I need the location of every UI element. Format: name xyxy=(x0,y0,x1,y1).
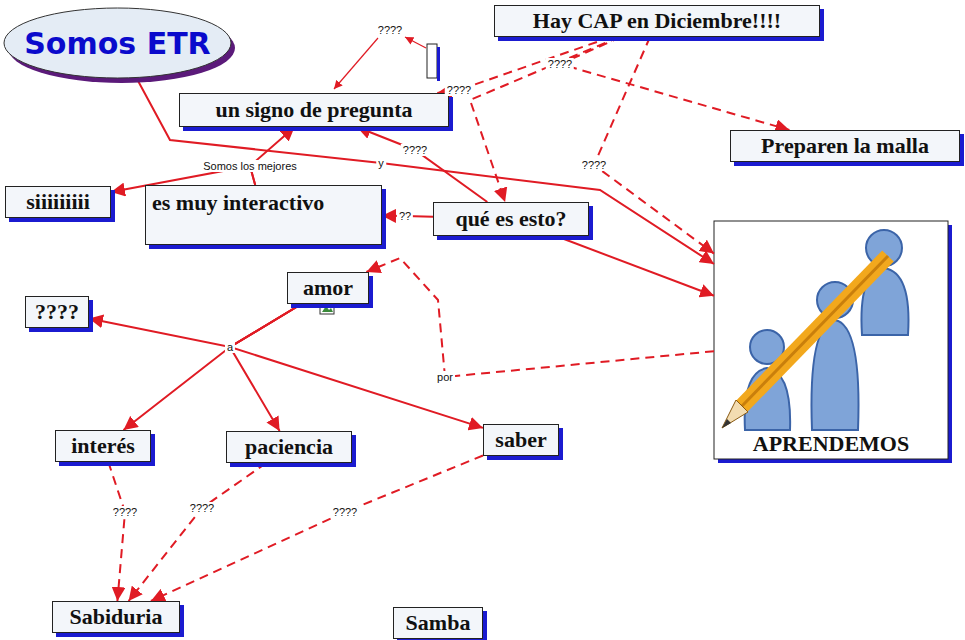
link-phrase: ???? xyxy=(401,144,429,156)
link-phrase: ???? xyxy=(188,502,216,514)
concept-box: Hay CAP en Diciembre!!!! xyxy=(494,5,820,37)
connector xyxy=(594,37,714,254)
concept-box: un signo de pregunta xyxy=(179,93,449,127)
connector xyxy=(124,304,302,430)
node-text: un signo de pregunta xyxy=(215,97,412,123)
small-box xyxy=(427,44,437,78)
image-box: APRENDEMOS xyxy=(714,221,948,459)
node-text: Preparen la malla xyxy=(761,133,929,159)
node-text: qué es esto? xyxy=(455,206,566,232)
connector xyxy=(136,78,714,265)
link-phrase: ???? xyxy=(111,506,139,518)
ellipse-shape xyxy=(4,8,231,78)
link-phrase: ???? xyxy=(331,506,359,518)
connector xyxy=(230,304,301,431)
concept-box: siiiiiiiii xyxy=(5,186,111,218)
node-text: siiiiiiiii xyxy=(26,189,90,215)
concept-box: Samba xyxy=(393,607,483,639)
illustration xyxy=(714,221,952,463)
link-phrase: a xyxy=(225,341,235,353)
node-text: paciencia xyxy=(245,434,333,460)
connector xyxy=(470,37,619,202)
concept-box: qué es esto? xyxy=(433,202,589,236)
connector xyxy=(108,462,125,601)
leader-line xyxy=(334,38,378,89)
link-phrase: y xyxy=(376,157,386,169)
node-text: Hay CAP en Diciembre!!!! xyxy=(533,8,781,34)
connector xyxy=(560,37,789,130)
link-phrase: ???? xyxy=(445,84,473,96)
node-text: ???? xyxy=(35,299,79,325)
connector xyxy=(366,258,714,377)
connector xyxy=(230,304,483,428)
concept-box: Sabiduria xyxy=(52,601,180,633)
connector xyxy=(556,236,714,296)
link-phrase: ???? xyxy=(376,24,404,36)
concept-box: paciencia xyxy=(226,431,352,463)
small-box-shadow xyxy=(437,47,440,81)
node-text: saber xyxy=(495,427,546,453)
connector xyxy=(250,127,295,185)
title-ellipse: Somos ETR xyxy=(4,8,231,78)
link-phrase: por xyxy=(435,371,455,383)
node-text: Sabiduria xyxy=(70,604,163,630)
connector xyxy=(129,463,267,601)
concept-box: amor xyxy=(287,272,369,304)
node-text: interés xyxy=(71,433,135,459)
concept-box: interés xyxy=(55,430,151,462)
link-phrase: ?? xyxy=(397,210,413,222)
concept-box: Preparen la malla xyxy=(730,130,960,162)
concept-box: es muy interactivo xyxy=(145,185,382,245)
node-text: APRENDEMOS xyxy=(753,431,909,457)
connector xyxy=(89,304,301,347)
node-text: es muy interactivo xyxy=(152,190,324,216)
leader-line xyxy=(405,37,426,48)
concept-box: ???? xyxy=(25,296,89,328)
link-phrase: ???? xyxy=(580,159,608,171)
node-text: Somos ETR xyxy=(24,26,210,61)
concept-box: saber xyxy=(483,424,559,456)
connector xyxy=(151,456,483,602)
node-text: amor xyxy=(303,275,353,301)
node-text: Samba xyxy=(406,610,471,636)
link-phrase: ???? xyxy=(546,58,574,70)
link-phrase: Somos los mejores xyxy=(201,160,299,172)
